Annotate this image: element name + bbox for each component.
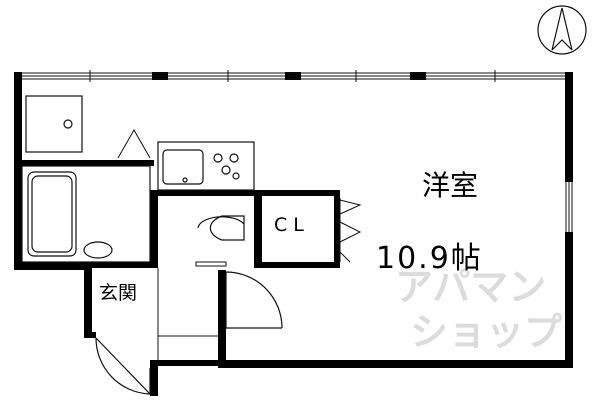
closet-doors bbox=[339, 198, 362, 263]
wash-basin bbox=[83, 241, 113, 259]
kitchen-counter bbox=[157, 141, 255, 191]
window-top bbox=[22, 70, 565, 82]
entry-door bbox=[95, 337, 151, 395]
window-right bbox=[565, 182, 573, 232]
corridor bbox=[157, 268, 218, 360]
svg-text:ショップ: ショップ bbox=[410, 310, 562, 354]
room-name-label: 洋室 bbox=[422, 169, 479, 202]
washer-pan bbox=[25, 95, 83, 153]
room-door bbox=[225, 271, 283, 329]
svg-text:アパマン: アパマン bbox=[395, 265, 546, 309]
closet-label: CL bbox=[274, 214, 310, 236]
north-arrow-icon bbox=[537, 5, 587, 55]
interior-walls bbox=[14, 160, 340, 268]
toilet bbox=[197, 215, 245, 241]
entrance-label: 玄関 bbox=[99, 282, 138, 304]
watermark-logo: アパマン ショップ bbox=[395, 265, 562, 354]
room-size-label: 10.9帖 bbox=[376, 241, 483, 276]
fridge-mark bbox=[117, 128, 151, 159]
bathtub bbox=[21, 165, 151, 263]
toilet-door bbox=[195, 261, 227, 267]
